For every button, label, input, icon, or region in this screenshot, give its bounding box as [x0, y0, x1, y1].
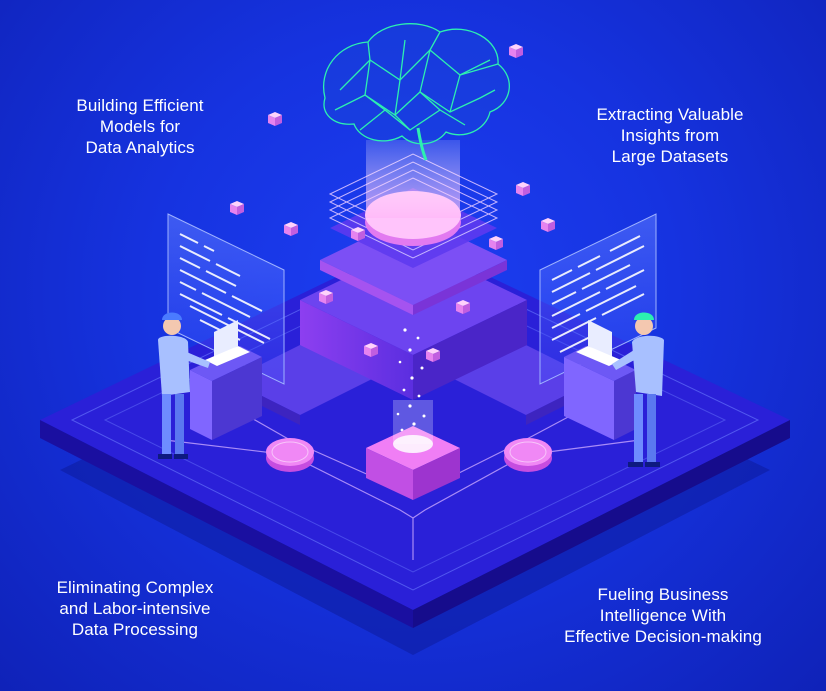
caption-bottom-right: Fueling Business Intelligence With Effec… [564, 585, 762, 646]
caption-top-left: Building Efficient Models for Data Analy… [76, 96, 204, 157]
coin-left [266, 438, 314, 472]
laptop-icon [576, 320, 621, 366]
desk-left [190, 346, 262, 440]
data-particles [396, 328, 426, 434]
cube-icon [230, 44, 555, 362]
caption-bottom-left: Eliminating Complex and Labor-intensive … [56, 578, 214, 639]
person-icon [612, 312, 664, 467]
central-tower [300, 140, 527, 400]
desk-right [564, 346, 636, 440]
coin-right [504, 438, 552, 472]
laptop-icon [205, 320, 250, 366]
data-screen-icon [167, 213, 285, 385]
data-pedestal [366, 400, 460, 500]
caption-top-right: Extracting Valuable Insights from Large … [596, 105, 744, 166]
brain-icon [323, 23, 510, 161]
person-icon [158, 312, 210, 459]
data-screen-icon [539, 213, 657, 385]
